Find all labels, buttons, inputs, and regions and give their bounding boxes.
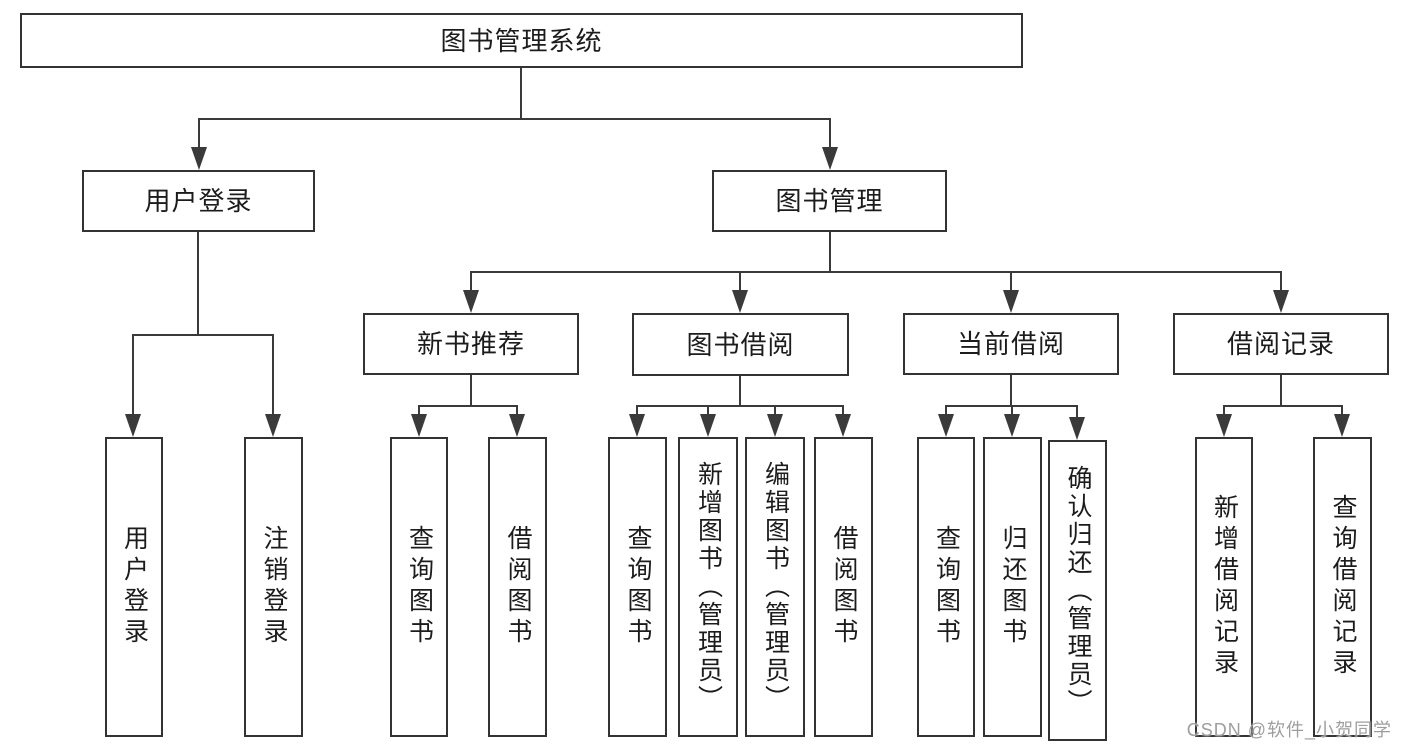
connector-line [1341,406,1343,415]
connector-line [520,68,522,119]
arrow-down-icon [835,414,851,437]
leaf-logout-label: 注销登录 [260,525,288,649]
leaf-query-books-borrowing: 查询图书 [608,437,667,737]
arrow-down-icon [463,290,479,313]
connector-line [470,271,1282,273]
node-book-management: 图书管理 [712,170,947,232]
leaf-add-book-admin: 新增图书（管理员） [678,437,738,737]
node-user-login: 用户登录 [82,170,315,232]
arrow-down-icon [767,414,783,437]
connector-line [945,406,947,415]
connector-line [1010,272,1012,291]
connector-line [1280,375,1282,406]
connector-line [1223,406,1225,415]
node-new-book-recommendation: 新书推荐 [363,313,579,375]
connector-line [774,406,776,415]
arrow-down-icon [125,414,141,437]
connector-line [1280,272,1282,291]
connector-line [197,232,199,335]
leaf-return-books: 归还图书 [983,437,1042,737]
arrow-down-icon [700,414,716,437]
connector-line [132,335,134,415]
connector-line [829,119,831,148]
arrow-down-icon [1273,290,1289,313]
connector-line [1011,406,1013,415]
arrow-down-icon [1334,414,1350,437]
connector-line [636,406,638,415]
node-current-borrowing: 当前借阅 [903,313,1119,375]
arrow-down-icon [411,414,427,437]
leaf-add-borrow-record-label: 新增借阅记录 [1210,494,1239,680]
arrow-down-icon [1216,414,1232,437]
leaf-confirm-return-admin-label: 确认归还（管理员） [1064,464,1092,717]
leaf-query-borrow-record-label: 查询借阅记录 [1329,494,1357,680]
leaf-query-borrow-record: 查询借阅记录 [1313,437,1372,737]
arrow-down-icon [822,147,838,170]
connector-line [470,375,472,406]
arrow-down-icon [191,147,207,170]
connector-line [418,406,420,415]
arrow-down-icon [1004,414,1020,437]
arrow-down-icon [1069,417,1085,440]
connector-line [418,405,518,407]
connector-line [739,376,741,406]
leaf-edit-book-admin-label: 编辑图书（管理员） [761,461,790,713]
leaf-borrow-books: 借阅图书 [814,437,873,737]
connector-line [516,406,518,415]
leaf-return-books-label: 归还图书 [999,525,1027,649]
leaf-query-books-recommend-label: 查询图书 [405,525,434,649]
watermark: CSDN @软件_小贺同学 [1186,720,1392,740]
connector-line [636,405,844,407]
leaf-borrow-books-recommend-label: 借阅图书 [504,525,532,649]
leaf-borrow-books-recommend: 借阅图书 [488,437,547,737]
connector-line [1223,405,1343,407]
leaf-query-books-current: 查询图书 [917,437,975,737]
leaf-query-books-borrowing-label: 查询图书 [624,525,652,649]
connector-line [842,406,844,415]
connector-line [198,118,831,120]
node-borrowing-records: 借阅记录 [1173,313,1389,375]
leaf-add-book-admin-label: 新增图书（管理员） [694,461,723,713]
leaf-logout: 注销登录 [244,437,303,737]
arrow-down-icon [1003,290,1019,313]
connector-line [132,334,274,336]
leaf-query-books-recommend: 查询图书 [390,437,448,737]
arrow-down-icon [732,290,748,313]
leaf-user-login: 用户登录 [105,437,163,737]
connector-line [1076,406,1078,418]
leaf-query-books-current-label: 查询图书 [932,525,961,649]
leaf-add-borrow-record: 新增借阅记录 [1195,437,1253,737]
arrow-down-icon [938,414,954,437]
leaf-user-login-label: 用户登录 [120,525,149,649]
arrow-down-icon [509,414,525,437]
arrow-down-icon [265,414,281,437]
node-library-management-system: 图书管理系统 [20,13,1023,68]
connector-line [272,335,274,415]
leaf-borrow-books-label: 借阅图书 [830,525,858,649]
connector-line [707,406,709,415]
connector-line [198,119,200,148]
leaf-edit-book-admin: 编辑图书（管理员） [745,437,805,737]
connector-line [470,272,472,291]
connector-line [739,272,741,291]
connector-line [829,232,831,273]
connector-line [1010,375,1012,406]
arrow-down-icon [629,414,645,437]
node-book-borrowing: 图书借阅 [632,313,849,376]
leaf-confirm-return-admin: 确认归还（管理员） [1048,440,1107,741]
